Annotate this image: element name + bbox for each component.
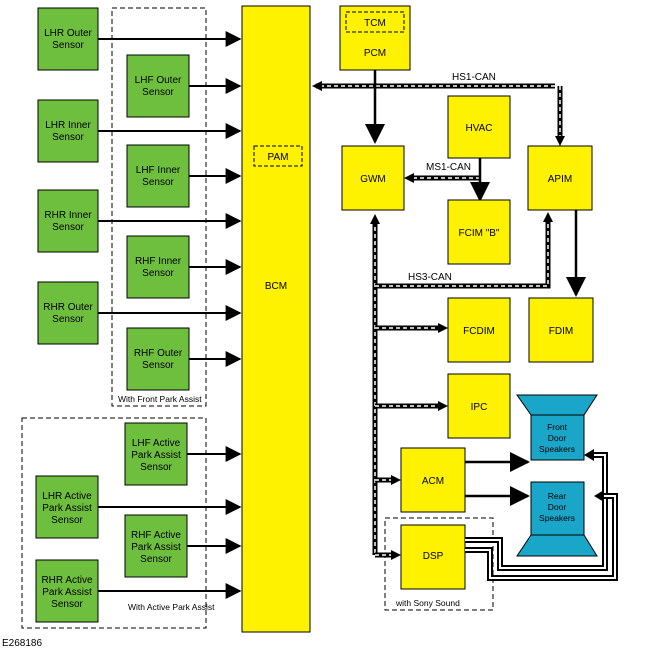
svg-text:Sensor: Sensor	[142, 268, 174, 279]
dsp-module: DSP	[400, 524, 466, 590]
svg-text:Park Assist: Park Assist	[42, 587, 92, 598]
svg-text:FDIM: FDIM	[549, 326, 573, 337]
svg-text:RHF Inner: RHF Inner	[135, 256, 182, 267]
dsp-speaker-arrowheads	[584, 449, 604, 502]
svg-text:Sensor: Sensor	[142, 177, 174, 188]
svg-text:Speakers: Speakers	[539, 513, 575, 523]
svg-text:LHF Outer: LHF Outer	[135, 75, 182, 86]
fcim-module: FCIM "B"	[447, 199, 511, 265]
sensor-rhr-inner: RHR Inner Sensor	[37, 189, 99, 253]
ipc-module: IPC	[447, 373, 511, 439]
svg-text:APIM: APIM	[548, 174, 572, 185]
sensor-rhr-active: RHR Active Park Assist Sensor	[35, 559, 99, 623]
svg-text:Rear: Rear	[548, 491, 567, 501]
front-park-assist-label: With Front Park Assist	[118, 394, 202, 404]
sensor-lhr-outer: LHR Outer Sensor	[37, 7, 99, 71]
can-buses	[316, 83, 563, 558]
bcm-module	[241, 5, 311, 633]
sensor-rhf-inner: RHF Inner Sensor	[126, 235, 190, 299]
svg-text:IPC: IPC	[471, 402, 488, 413]
ms1-can-label: MS1-CAN	[426, 162, 471, 173]
apim-module: APIM	[527, 145, 593, 211]
front-door-speakers: Front Door Speakers	[516, 394, 598, 461]
sensor-lhf-outer: LHF Outer Sensor	[126, 54, 190, 118]
svg-text:Sensor: Sensor	[142, 87, 174, 98]
svg-text:RHR Active: RHR Active	[41, 575, 93, 586]
active-park-assist-label: With Active Park Assist	[128, 602, 215, 612]
plain-arrows	[365, 70, 586, 297]
svg-text:Speakers: Speakers	[539, 444, 575, 454]
sensor-lhf-active: LHF Active Park Assist Sensor	[124, 422, 188, 486]
fcdim-module: FCDIM	[447, 297, 511, 363]
sensor-rhr-outer: RHR Outer Sensor	[37, 281, 99, 345]
sensor-lhf-inner: LHF Inner Sensor	[126, 144, 190, 208]
svg-text:Door: Door	[548, 502, 567, 512]
svg-text:Sensor: Sensor	[51, 515, 83, 526]
sensor-rhf-active: RHF Active Park Assist Sensor	[124, 514, 188, 578]
svg-text:Front: Front	[547, 422, 567, 432]
sensor-rhf-outer: RHF Outer Sensor	[126, 327, 190, 391]
tcm-label: TCM	[364, 18, 386, 29]
svg-text:Sensor: Sensor	[140, 554, 172, 565]
figure-code: E268186	[2, 638, 42, 649]
svg-text:GWM: GWM	[360, 174, 386, 185]
sensor-lhr-inner: LHR Inner Sensor	[37, 99, 99, 163]
sony-sound-label: with Sony Sound	[395, 598, 460, 608]
hs3-can-label: HS3-CAN	[408, 272, 452, 283]
svg-text:RHR Inner: RHR Inner	[44, 210, 92, 221]
svg-text:RHF Active: RHF Active	[131, 530, 181, 541]
svg-text:DSP: DSP	[423, 551, 444, 562]
svg-text:Park Assist: Park Assist	[131, 450, 181, 461]
svg-text:LHR Outer: LHR Outer	[44, 28, 92, 39]
svg-text:Sensor: Sensor	[142, 360, 174, 371]
svg-text:HVAC: HVAC	[465, 123, 492, 134]
audio-arrows	[465, 452, 530, 506]
svg-text:LHR Inner: LHR Inner	[45, 120, 91, 131]
svg-text:LHF Inner: LHF Inner	[136, 165, 181, 176]
rear-door-speakers: Rear Door Speakers	[516, 481, 598, 557]
hvac-module: HVAC	[447, 95, 511, 159]
svg-text:Park Assist: Park Assist	[131, 542, 181, 553]
pcm-label: PCM	[364, 48, 386, 59]
svg-text:Sensor: Sensor	[51, 599, 83, 610]
bus-arrowheads	[312, 81, 565, 560]
svg-text:Door: Door	[548, 433, 567, 443]
svg-text:Sensor: Sensor	[52, 40, 84, 51]
svg-text:Sensor: Sensor	[140, 462, 172, 473]
svg-text:FCIM "B": FCIM "B"	[459, 228, 500, 239]
pam-label: PAM	[268, 152, 289, 163]
gwm-module: GWM	[341, 145, 405, 211]
sensor-lhr-active: LHR Active Park Assist Sensor	[35, 475, 99, 539]
active-park-assist-group	[21, 417, 207, 629]
svg-text:FCDIM: FCDIM	[463, 326, 495, 337]
hs1-can-label: HS1-CAN	[452, 72, 496, 83]
pam-box	[253, 145, 303, 167]
pcm-module: TCM PCM	[339, 5, 411, 71]
sensor-arrows	[98, 31, 242, 599]
svg-text:ACM: ACM	[422, 476, 444, 487]
svg-text:Park Assist: Park Assist	[42, 503, 92, 514]
svg-text:RHR Outer: RHR Outer	[43, 302, 93, 313]
svg-text:Sensor: Sensor	[52, 132, 84, 143]
dsp-speaker-lines	[465, 452, 618, 581]
acm-module: ACM	[400, 447, 466, 513]
svg-text:LHF Active: LHF Active	[132, 438, 181, 449]
bcm-label: BCM	[265, 281, 287, 292]
front-park-assist-group	[111, 7, 207, 407]
svg-text:RHF Outer: RHF Outer	[134, 348, 183, 359]
svg-text:LHR Active: LHR Active	[42, 491, 92, 502]
fdim-module: FDIM	[528, 297, 594, 363]
svg-text:Sensor: Sensor	[52, 314, 84, 325]
svg-text:Sensor: Sensor	[52, 222, 84, 233]
